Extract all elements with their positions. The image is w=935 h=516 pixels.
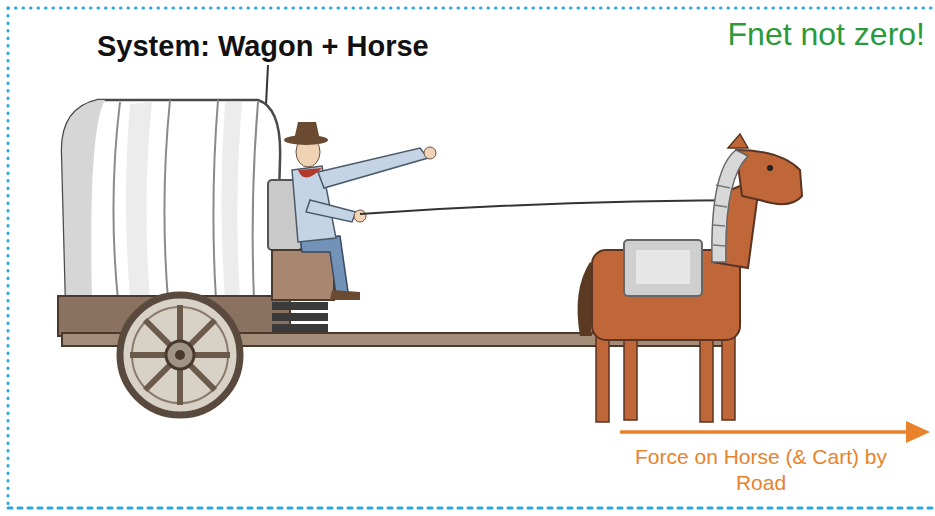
net-force-note: Fnet not zero! [728,16,925,53]
force-arrow [620,421,930,443]
diagram-title: System: Wagon + Horse [97,30,429,63]
force-label: Force on Horse (& Cart) by Road [630,444,892,497]
wagon-cover [62,100,280,302]
system-boundary [8,8,933,508]
horse [578,134,802,422]
diagram-title-holder: System: Wagon + Horse [97,30,429,63]
wagon-wheel [120,295,240,415]
net-force-note-holder: Fnet not zero! [728,16,925,53]
force-label-holder: Force on Horse (& Cart) by Road [630,444,892,497]
